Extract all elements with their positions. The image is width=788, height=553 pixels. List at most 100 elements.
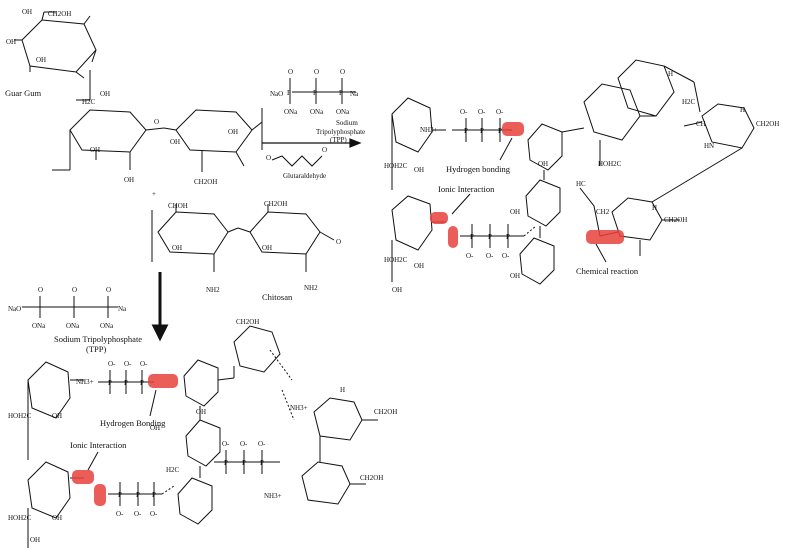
bot-hoh2c-1: HOH2C: [8, 412, 32, 420]
tpp-top-ona: Na: [350, 90, 359, 98]
chitosan-nh2-2: NH2: [304, 284, 318, 292]
top-ho-2: OH: [510, 208, 520, 216]
bot-p-8: P: [242, 459, 246, 467]
top-h-1: H: [652, 204, 657, 212]
mid-om-3: O-: [502, 252, 510, 260]
top-h-2: H: [740, 106, 745, 114]
mid-p-3: P: [506, 233, 510, 241]
mid-om-1: O-: [466, 252, 474, 260]
chitosan-structure: [151, 204, 335, 272]
bot-p-5: P: [136, 491, 140, 499]
top-p-2: P: [480, 127, 484, 135]
chitosan-ch2oh: CH2OH: [264, 200, 287, 208]
top-oh-3: OH: [538, 160, 548, 168]
top-h-3: H: [668, 70, 673, 78]
highlight-top-hydrogen: [502, 122, 524, 136]
bot-om-2: O-: [124, 360, 132, 368]
top-oh-2: OH: [414, 262, 424, 270]
tpp-top-label-2: Tripolyphosphate: [316, 128, 365, 136]
bot-om-8: O-: [240, 440, 248, 448]
reaction-arrow-right: [262, 138, 362, 148]
bot-om-4: O-: [116, 510, 124, 518]
chitosan-nh2-1: NH2: [206, 286, 220, 294]
guar-oh-4: OH: [90, 146, 100, 154]
bot-ch2oh-right-2: CH2OH: [360, 474, 383, 482]
highlight-bottom-hydrogen: [148, 374, 178, 388]
mid-p-1: P: [470, 233, 474, 241]
tpp-left-o3: O: [106, 286, 111, 294]
tpp-left-label-2: (TPP): [86, 344, 106, 354]
chitosan-oh-1: OH: [172, 244, 182, 252]
bot-om-6: O-: [150, 510, 158, 518]
chitosan-label: Chitosan: [262, 292, 293, 302]
callout-arrows-bottom: [87, 389, 157, 471]
top-hc: HC: [576, 180, 586, 188]
product-top-structure: [391, 59, 755, 285]
tpp-top-label-3: (TPP): [330, 136, 347, 144]
bot-p-2: P: [124, 379, 128, 387]
top-hoh2c-1: HOH2C: [384, 162, 408, 170]
guar-oh-7: OH: [170, 138, 180, 146]
bot-ch2oh-right-1: CH2OH: [374, 408, 397, 416]
tpp-top-p1: P: [287, 89, 291, 97]
chitosan-choh: CHOH: [168, 202, 188, 210]
bot-nh3: NH3+: [76, 378, 94, 386]
tpp-top-o2: O: [314, 68, 319, 76]
bot-h2c: H2C: [166, 466, 180, 474]
tpp-top-na2: ONa: [310, 108, 324, 116]
chitosan-o-end: O: [336, 238, 341, 246]
tpp-left-ona3: ONa: [100, 322, 114, 330]
tpp-left-structure: [22, 296, 118, 318]
guar-oh-1: OH: [22, 8, 32, 16]
tpp-left-o1: O: [38, 286, 43, 294]
top-ch2oh-2: CH2OH: [664, 216, 687, 224]
top-p-1: P: [464, 127, 468, 135]
top-p-3: P: [498, 127, 502, 135]
guar-oh-6: OH: [228, 128, 238, 136]
bot-p-9: P: [260, 459, 264, 467]
tpp-top-nao: NaO: [270, 90, 283, 98]
label-ionic-interaction-bottom: Ionic Interaction: [70, 440, 127, 450]
bot-p-3: P: [140, 379, 144, 387]
top-ch2-1: CH2: [596, 208, 610, 216]
guar-oh-3: OH: [100, 90, 110, 98]
bot-h-right: H: [340, 386, 345, 394]
bot-p-6: P: [152, 491, 156, 499]
bot-oh-2: OH: [52, 514, 62, 522]
glutaraldehyde-structure: [271, 155, 323, 167]
bot-p-7: P: [224, 459, 228, 467]
tpp-top-p2: P: [313, 89, 317, 97]
callout-arrows-top: [451, 137, 607, 263]
glut-o2: O: [322, 146, 327, 154]
guar-h2c: H2C: [82, 98, 96, 106]
top-ho-1: OH: [392, 286, 402, 294]
tpp-top-structure: [289, 78, 356, 104]
chitosan-oh-2: OH: [262, 244, 272, 252]
tpp-top-label-1: Sodium: [336, 119, 358, 127]
bot-oh-1: OH: [52, 412, 62, 420]
label-hydrogen-bonding-top: Hydrogen bonding: [446, 164, 511, 174]
top-oh-1: OH: [414, 166, 424, 174]
tpp-left-o2: O: [72, 286, 77, 294]
mid-om-2: O-: [486, 252, 494, 260]
bot-p-1: P: [108, 379, 112, 387]
bot-nh3-right: NH3+: [290, 404, 308, 412]
top-hoh2c-3: HOH2C: [598, 160, 622, 168]
top-ch: CH: [696, 120, 706, 128]
mid-p-2: P: [488, 233, 492, 241]
top-ch2oh-1: CH2OH: [756, 120, 779, 128]
bot-om-5: O-: [134, 510, 142, 518]
bot-ho-1: OH: [30, 536, 40, 544]
bot-hoh2c-2: HOH2C: [8, 514, 32, 522]
bot-nh3-right-2: NH3+: [264, 492, 282, 500]
guar-ch2oh-1: CH2OH: [48, 10, 71, 18]
tpp-left-label-1: Sodium Tripolyphosphate: [54, 334, 142, 344]
tpp-top-p3: P: [339, 89, 343, 97]
top-om-3: O-: [496, 108, 504, 116]
top-ch2-2: H2C: [682, 98, 696, 106]
tpp-left-nao: NaO: [8, 305, 21, 313]
tpp-top-o3: O: [340, 68, 345, 76]
top-hn: HN: [704, 142, 714, 150]
top-hoh2c-2: HOH2C: [384, 256, 408, 264]
guar-o-link: O: [154, 118, 159, 126]
